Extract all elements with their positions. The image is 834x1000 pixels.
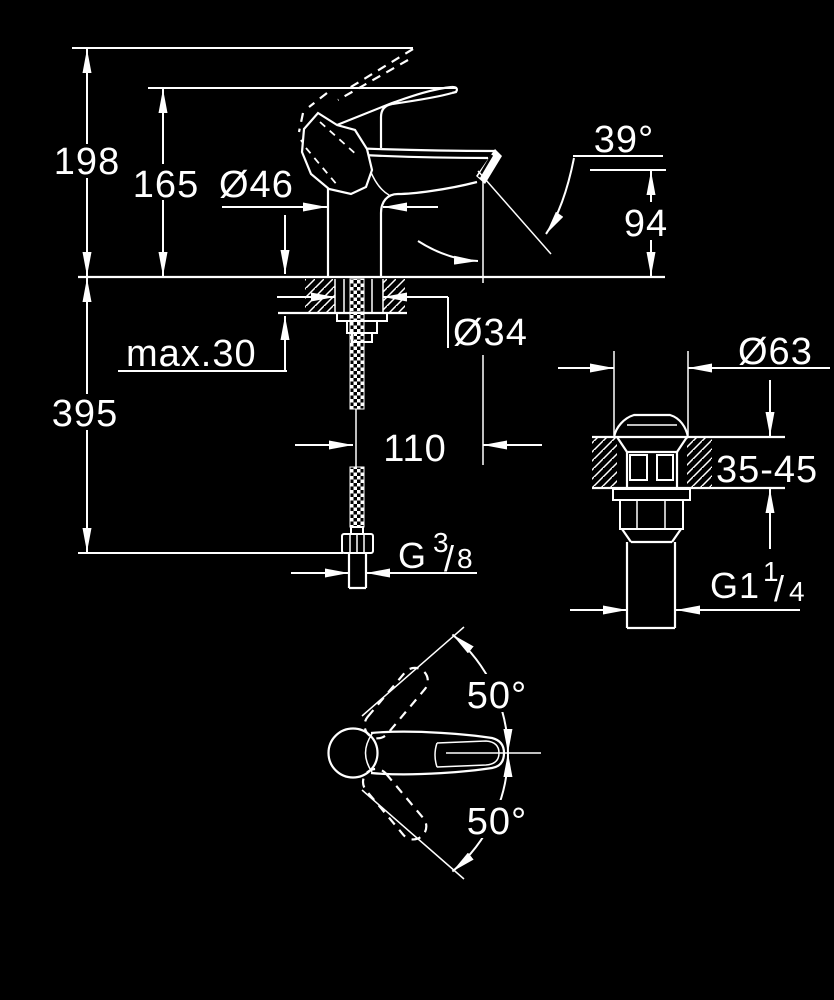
svg-text:G: G bbox=[398, 535, 427, 576]
svg-text:4: 4 bbox=[789, 576, 806, 607]
dim-label-length-below: 395 bbox=[52, 393, 118, 435]
svg-text:/: / bbox=[444, 538, 455, 579]
waste-slot bbox=[656, 454, 674, 481]
spout-angle-line bbox=[477, 170, 552, 255]
svg-text:3: 3 bbox=[433, 527, 450, 558]
flow-arc bbox=[417, 240, 479, 265]
svg-text:G1: G1 bbox=[710, 565, 760, 606]
dim-label-spout-height: 94 bbox=[624, 203, 668, 245]
dim-label-deck-range: 35-45 bbox=[716, 449, 818, 491]
dim-label-projection: 110 bbox=[383, 428, 447, 470]
svg-text:1: 1 bbox=[763, 556, 780, 587]
dimension-labels: 198 165 Ø46 39° 94 max.30 Ø34 395 110 Ø6… bbox=[52, 119, 818, 843]
waste-tailpipe bbox=[625, 542, 677, 630]
handle-knob bbox=[327, 727, 379, 779]
waste-cap bbox=[612, 413, 690, 438]
cartridge-cover bbox=[300, 111, 374, 196]
svg-text:/: / bbox=[774, 568, 785, 609]
dim-label-height-lever: 165 bbox=[133, 164, 199, 206]
dim-label-hole-diameter: Ø34 bbox=[453, 312, 528, 354]
svg-text:8: 8 bbox=[457, 543, 474, 574]
dim-label-max-deck: max.30 bbox=[126, 333, 257, 375]
dim-label-supply-thread: G 3 / 8 bbox=[398, 527, 474, 579]
dim-label-height-total: 198 bbox=[54, 141, 120, 183]
dim-label-swing-upper: 50° bbox=[467, 675, 527, 717]
waste-slot bbox=[629, 454, 648, 481]
side-view-dimensions bbox=[72, 47, 666, 578]
waste-nut bbox=[619, 499, 684, 530]
dim-label-waste-cap-diameter: Ø63 bbox=[738, 331, 813, 373]
dim-label-spout-angle: 39° bbox=[594, 119, 654, 161]
dim-label-swing-lower: 50° bbox=[467, 801, 527, 843]
dim-label-body-diameter: Ø46 bbox=[219, 164, 294, 206]
dim-label-waste-thread: G1 1 / 4 bbox=[710, 556, 806, 609]
faucet-side-view bbox=[78, 48, 665, 590]
spout-angle-arc bbox=[545, 157, 575, 235]
waste-drain-view bbox=[558, 351, 830, 630]
